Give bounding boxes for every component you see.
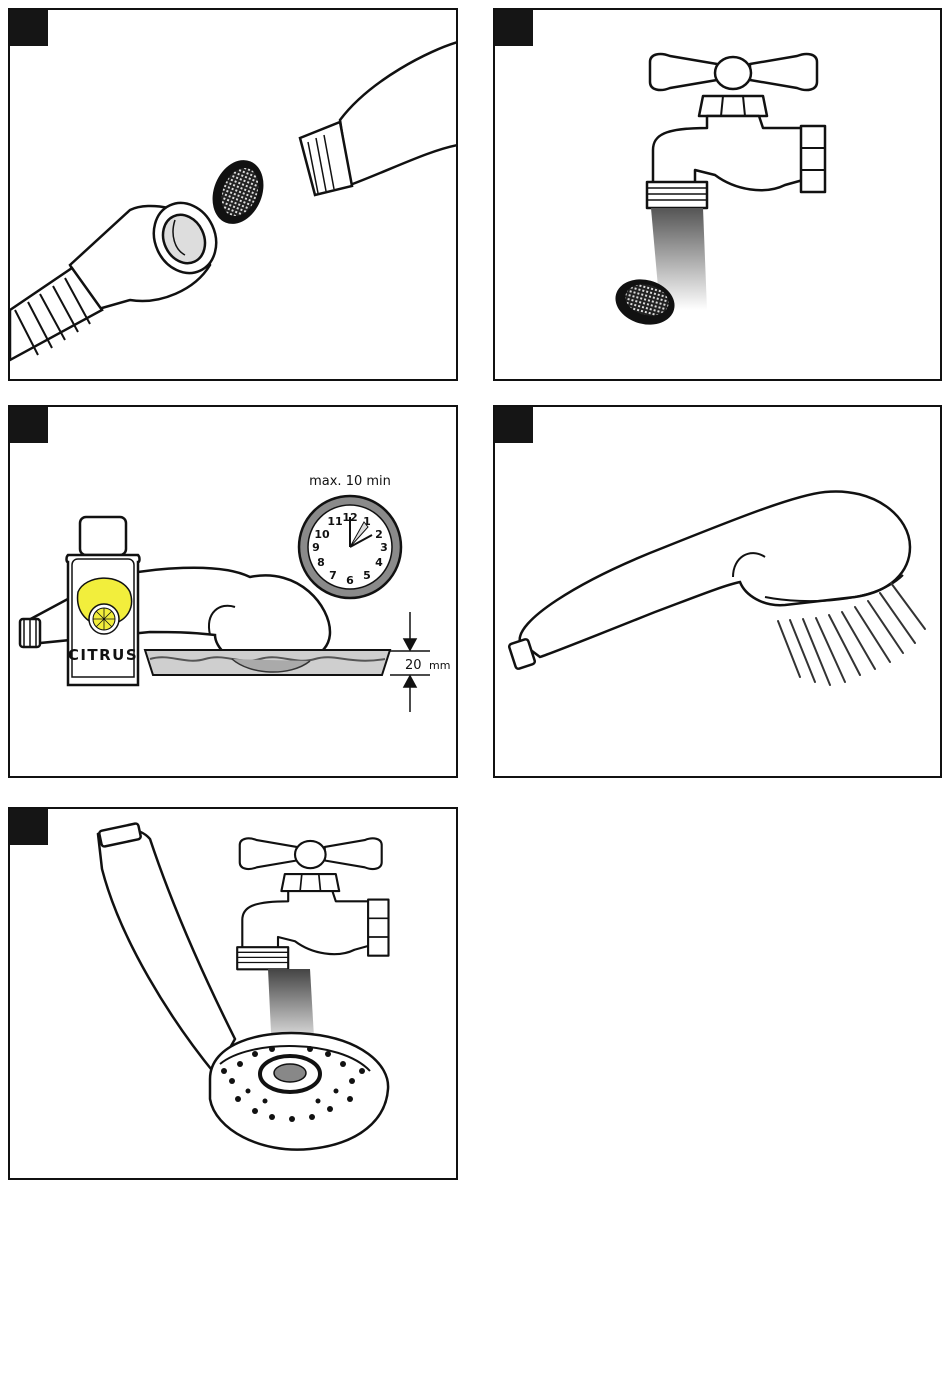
tap-rinse-strainer-illustration bbox=[495, 10, 940, 379]
clock-numeral: 11 bbox=[327, 515, 342, 528]
step-panel-1 bbox=[8, 8, 458, 381]
depth-value: 20 bbox=[405, 658, 422, 673]
soak-basin bbox=[145, 650, 390, 675]
time-limit-label: max. 10 min bbox=[309, 474, 391, 489]
shower-handle bbox=[98, 823, 235, 1074]
shower-head bbox=[508, 491, 910, 669]
hose-strainer-illustration bbox=[10, 10, 456, 379]
hose-nut bbox=[70, 193, 227, 310]
clock: 12 1 2 3 4 5 6 7 8 9 10 11 bbox=[299, 496, 401, 598]
tap-faucet bbox=[647, 54, 825, 208]
shower-face bbox=[210, 1033, 388, 1150]
strainer-disc bbox=[203, 152, 272, 231]
step-panel-5 bbox=[8, 807, 458, 1180]
clock-numeral: 10 bbox=[314, 528, 330, 541]
depth-unit: mm bbox=[429, 659, 450, 672]
step-panel-3: CITRUS 20 mm max. 10 min 12 1 2 bbox=[8, 405, 458, 778]
shower-handle-end bbox=[300, 42, 456, 195]
clock-numeral: 4 bbox=[375, 556, 383, 569]
step-panel-2 bbox=[493, 8, 942, 381]
tap-faucet bbox=[237, 838, 388, 969]
clock-numeral: 2 bbox=[375, 528, 383, 541]
clock-numeral: 5 bbox=[363, 569, 371, 582]
flush-shower-head-illustration bbox=[495, 407, 940, 776]
clock-numeral: 9 bbox=[312, 541, 320, 554]
cleaner-label: CITRUS bbox=[68, 646, 138, 664]
rinse-face-illustration bbox=[10, 809, 456, 1178]
clock-numeral: 7 bbox=[329, 569, 337, 582]
step-panel-4 bbox=[493, 405, 942, 778]
soak-illustration: CITRUS 20 mm max. 10 min 12 1 2 bbox=[10, 407, 456, 776]
clock-numeral: 6 bbox=[346, 574, 354, 587]
clock-numeral: 3 bbox=[380, 541, 388, 554]
clock-numeral: 8 bbox=[317, 556, 325, 569]
